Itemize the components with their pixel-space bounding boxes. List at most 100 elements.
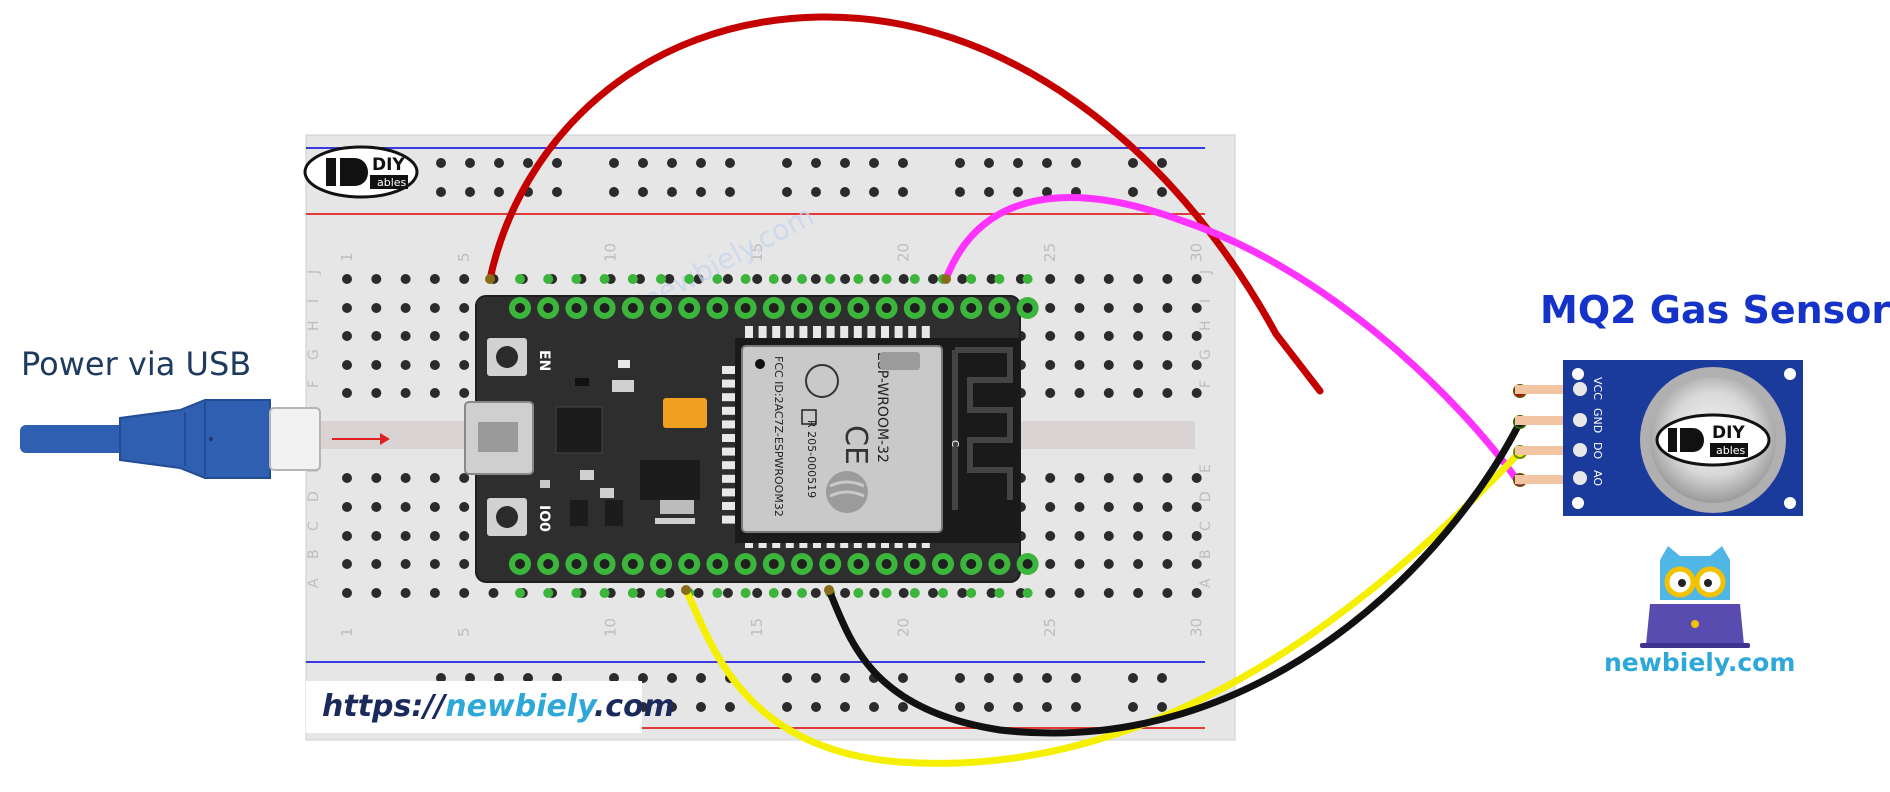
en-button[interactable]: [487, 338, 527, 376]
rail-hole: [667, 187, 677, 197]
vcc-wire: [486, 13, 1324, 395]
breadboard-green-hole: [881, 274, 892, 284]
terminal-hole: [957, 588, 968, 598]
rail-hole: [667, 673, 677, 683]
esp-pin-hole: [599, 303, 610, 313]
terminal-hole: [429, 588, 440, 598]
terminal-hole: [635, 588, 645, 598]
terminal-hole: [664, 274, 675, 284]
esp-pin-hole: [627, 559, 638, 569]
row-letter: H: [306, 320, 322, 331]
esp-pin-hole: [712, 559, 723, 569]
terminal-hole: [1191, 303, 1202, 313]
rail-hole: [696, 673, 706, 683]
rail-hole: [811, 673, 821, 683]
url-link[interactable]: https://newbiely.com: [322, 689, 675, 724]
breadboard-logo-text: DIY: [372, 155, 405, 175]
module-pad: [840, 326, 849, 340]
module-pad: [921, 326, 930, 340]
url-banner: https://newbiely.com: [306, 681, 675, 733]
rail-hole: [811, 187, 821, 197]
url-suffix: .com: [593, 689, 675, 724]
terminal-hole: [1133, 559, 1144, 569]
rail-hole: [523, 673, 533, 683]
terminal-hole: [342, 303, 352, 313]
terminal-hole: [722, 274, 733, 284]
esp32-side-pads: [722, 366, 736, 524]
rail-hole: [609, 158, 619, 168]
terminal-hole: [693, 588, 704, 598]
module-pad: [908, 326, 917, 340]
terminal-hole: [1045, 360, 1056, 370]
breadboard-green-hole: [656, 588, 666, 598]
terminal-hole: [1045, 388, 1056, 398]
rail-hole: [955, 158, 965, 168]
rail-hole: [984, 187, 994, 197]
rail-hole: [898, 158, 908, 168]
terminal-hole: [371, 331, 382, 341]
terminal-hole: [1133, 388, 1144, 398]
terminal-hole: [400, 331, 411, 341]
breadboard-green-hole: [853, 274, 864, 284]
rail-hole: [811, 702, 821, 712]
row-letter: G: [1198, 349, 1214, 360]
terminal-hole: [1045, 588, 1056, 598]
terminal-hole: [429, 531, 440, 541]
rail-hole: [984, 702, 994, 712]
rail-hole: [898, 187, 908, 197]
breadboard-green-hole: [571, 588, 582, 598]
breadboard-green-hole: [938, 588, 948, 598]
esp-pin-hole: [768, 559, 779, 569]
rail-hole: [1128, 158, 1138, 168]
column-number: 20: [895, 618, 913, 637]
esp-pin-hole: [712, 303, 723, 313]
breadboard-green-hole: [571, 274, 582, 284]
terminal-hole: [459, 473, 470, 483]
rail-hole: [898, 702, 908, 712]
terminal-hole: [1133, 331, 1144, 341]
module-pad: [722, 488, 736, 497]
terminal-hole: [371, 303, 382, 313]
terminal-hole: [342, 388, 352, 398]
terminal-hole: [400, 473, 411, 483]
terminal-hole: [810, 274, 821, 284]
terminal-hole: [986, 588, 997, 598]
cert-text: R 205-000519: [805, 420, 818, 498]
terminal-hole: [1074, 303, 1085, 313]
usb-connector: [269, 407, 321, 471]
breadboard-green-hole: [994, 274, 1005, 284]
breadboard-green-hole: [712, 588, 723, 598]
terminal-hole: [1103, 388, 1114, 398]
module-pad: [722, 461, 736, 470]
terminal-hole: [459, 502, 470, 512]
breadboard-diy-logo: DIY ables: [303, 145, 419, 199]
rail-hole: [1013, 702, 1023, 712]
row-letter: B: [1198, 549, 1214, 559]
terminal-hole: [1191, 588, 1202, 598]
terminal-hole: [1162, 559, 1173, 569]
terminal-hole: [1045, 473, 1056, 483]
terminal-hole: [429, 331, 440, 341]
terminal-hole: [400, 274, 411, 284]
rail-hole: [1071, 158, 1081, 168]
esp-pin-hole: [966, 303, 977, 313]
rail-hole: [840, 158, 850, 168]
esp-pin-hole: [1022, 559, 1033, 569]
io0-button[interactable]: [487, 498, 527, 536]
row-letter: I: [306, 299, 322, 303]
terminal-hole: [459, 559, 470, 569]
column-number: 5: [455, 252, 473, 262]
breadboard-green-hole: [853, 588, 864, 598]
terminal-hole: [1074, 473, 1085, 483]
rail-hole: [1128, 673, 1138, 683]
rail-hole: [638, 673, 648, 683]
rail-hole: [1157, 187, 1167, 197]
module-pad: [722, 393, 736, 402]
terminal-hole: [1133, 531, 1144, 541]
rail-hole: [782, 158, 792, 168]
esp32-shield-pads-top: [745, 326, 930, 340]
rail-hole: [638, 158, 648, 168]
sensor-pin-label: VCC: [1591, 377, 1604, 400]
terminal-hole: [342, 531, 352, 541]
terminal-hole: [429, 502, 440, 512]
